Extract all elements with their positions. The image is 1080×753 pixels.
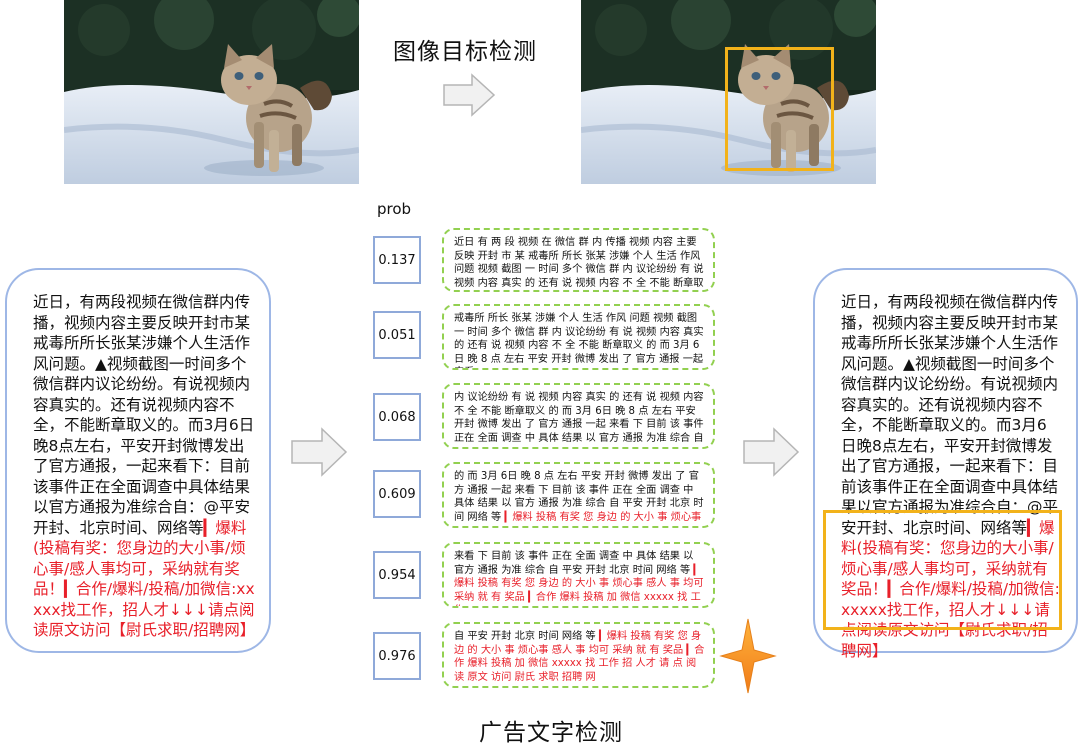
result-boxed-normal-text: 京时间、网络等 (918, 518, 1028, 537)
prob-label: prob (377, 200, 412, 218)
cat-photo-image (64, 0, 359, 184)
four-point-star-icon (719, 617, 777, 695)
chunk-normal-text: 内 议论纷纷 有 说 视频 内容 真实 的 还有 说 视频 内容 不 全 不能 … (454, 392, 704, 444)
source-normal-text: 近日，有两段视频在微信群内传播，视频内容主要反映开封市某戒毒所所长张某涉嫌个人生… (33, 293, 255, 537)
right-arrow-icon (442, 73, 496, 117)
cat-photo-original (64, 0, 359, 184)
chunk-normal-text: 来看 下 目前 该 事件 正在 全面 调查 中 具体 结果 以 官方 通报 为准… (454, 551, 694, 576)
prob-value-3: 0.068 (373, 393, 421, 441)
prob-value-5: 0.954 (373, 551, 421, 599)
right-arrow-icon (290, 427, 348, 477)
top-title: 图像目标检测 (393, 39, 537, 65)
cat-photo-image (581, 0, 876, 184)
chunk-normal-text: 的 而 3月 6日 晚 8 点 左右 平安 开封 微博 发出 了 官方 通报 一… (454, 471, 704, 523)
cat-photo-detected (581, 0, 876, 184)
right-arrow-icon (742, 427, 800, 477)
text-chunk-3: 内 议论纷纷 有 说 视频 内容 真实 的 还有 说 视频 内容 不 全 不能 … (442, 383, 715, 449)
source-text-bubble: 近日，有两段视频在微信群内传播，视频内容主要反映开封市某戒毒所所长张某涉嫌个人生… (5, 268, 271, 653)
object-detection-box (725, 47, 834, 171)
text-chunk-4: 的 而 3月 6日 晚 8 点 左右 平安 开封 微博 发出 了 官方 通报 一… (442, 462, 715, 528)
chunk-ad-text: ▎爆料 投稿 有奖 您 身边 的 大小 事 烦心事 感人 事 均可 采纳 就 有… (454, 631, 705, 683)
source-ad-text: ▎爆料(投稿有奖：您身边的大小事/烦心事/感人事均可，采纳就有奖品！▎合作/爆料… (33, 518, 256, 640)
text-chunk-2: 戒毒所 所长 张某 涉嫌 个人 生活 作风 问题 视频 截图 一 时间 多个 微… (442, 304, 715, 370)
chunk-ad-text: ▎爆料 投稿 有奖 您 身边 的 大小 事 烦心事 (504, 511, 702, 523)
result-normal-text: 近日，有两段视频在微信群内传播，视频内容主要反映开封市某戒毒所所长张某涉嫌个人生… (841, 293, 1059, 537)
chunk-normal-text: 戒毒所 所长 张某 涉嫌 个人 生活 作风 问题 视频 截图 一 时间 多个 微… (454, 313, 704, 368)
text-chunk-6: 自 平安 开封 北京 时间 网络 等 ▎爆料 投稿 有奖 您 身边 的 大小 事… (442, 622, 715, 688)
chunk-normal-text: 近日 有 两 段 视频 在 微信 群 内 传播 视频 内容 主要 反映 开封 市… (454, 237, 704, 289)
text-chunk-1: 近日 有 两 段 视频 在 微信 群 内 传播 视频 内容 主要 反映 开封 市… (442, 228, 715, 292)
chunk-ad-text: ▎爆料 投稿 有奖 您 身边 的 大小 事 烦心事 感人 事 均可 采纳 就 有… (454, 564, 704, 606)
ad-detection-box (823, 510, 1062, 630)
bottom-title: 广告文字检测 (479, 720, 623, 746)
prob-value-6: 0.976 (373, 632, 421, 680)
text-chunk-5: 来看 下 目前 该 事件 正在 全面 调查 中 具体 结果 以 官方 通报 为准… (442, 542, 715, 608)
prob-value-4: 0.609 (373, 470, 421, 518)
prob-value-2: 0.051 (373, 311, 421, 359)
chunk-normal-text: 自 平安 开封 北京 时间 网络 等 (454, 631, 596, 642)
prob-value-1: 0.137 (373, 236, 421, 284)
result-ad-text: ▎爆料(投稿有奖：您身边的大小事/烦心事/感人事均可，采纳就有奖品！▎合作/爆料… (841, 518, 1060, 660)
source-text: 近日，有两段视频在微信群内传播，视频内容主要反映开封市某戒毒所所长张某涉嫌个人生… (33, 292, 255, 641)
